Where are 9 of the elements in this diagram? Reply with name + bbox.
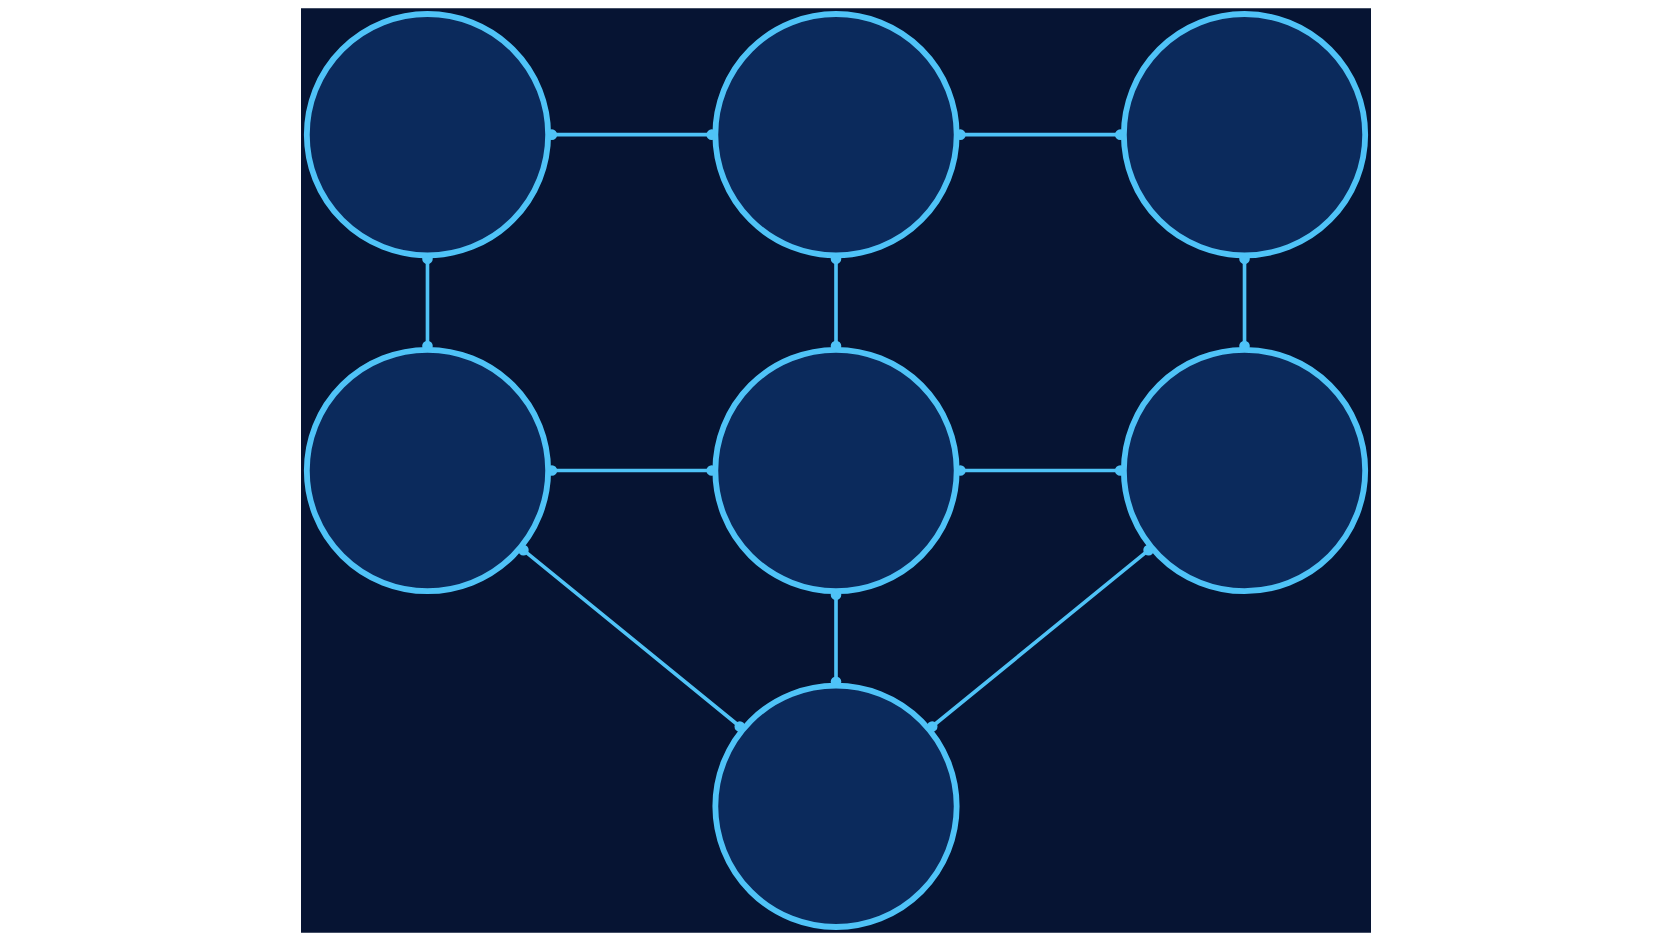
node-circle <box>303 346 552 595</box>
node-circle <box>303 11 552 259</box>
connector <box>926 544 1154 732</box>
node-circle <box>712 346 960 595</box>
connector <box>518 544 746 732</box>
node-circle <box>1120 11 1369 259</box>
node-circle <box>712 682 960 930</box>
node-circle <box>712 11 960 259</box>
node-circle <box>1120 346 1369 595</box>
